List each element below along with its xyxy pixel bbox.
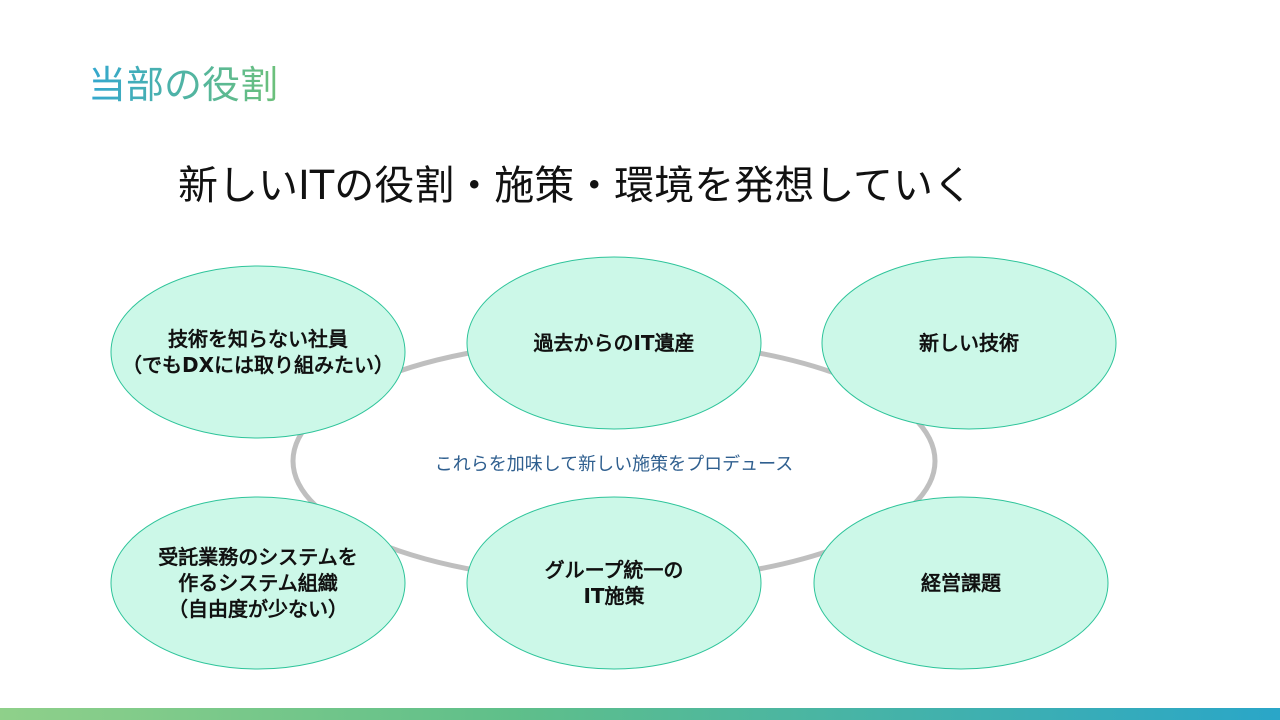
node-label: （でもDXには取り組みたい） (122, 353, 394, 377)
node-ellipse (466, 496, 762, 670)
node-label: IT施策 (583, 584, 645, 608)
node-ellipse (813, 496, 1109, 670)
node-ellipse (821, 256, 1117, 430)
node-label: 作るシステム組織 (178, 571, 337, 595)
center-text: これらを加味して新しい施策をプロデュース (435, 454, 794, 475)
slide-heading: 当部の役割 (88, 60, 278, 110)
node-1: 技術を知らない社員（でもDXには取り組みたい） (110, 265, 406, 439)
node-label: （自由度が少ない） (168, 597, 348, 621)
node-label: 過去からのIT遺産 (533, 331, 694, 355)
node-label: 新しい技術 (919, 331, 1019, 355)
node-ellipse (466, 256, 762, 430)
node-2: 過去からのIT遺産 (466, 256, 762, 430)
footer-gradient-bar (0, 708, 1280, 720)
node-label: グループ統一の (545, 558, 684, 582)
node-3: 新しい技術 (821, 256, 1117, 430)
node-label: 受託業務のシステムを (158, 545, 357, 569)
node-label: 技術を知らない社員 (168, 327, 348, 351)
node-ellipse (110, 496, 406, 670)
node-ellipse (110, 265, 406, 439)
node-label: 経営課題 (921, 571, 1002, 595)
node-6: 経営課題 (813, 496, 1109, 670)
slide-subtitle: 新しいITの役割・施策・環境を発想していく (178, 163, 974, 209)
